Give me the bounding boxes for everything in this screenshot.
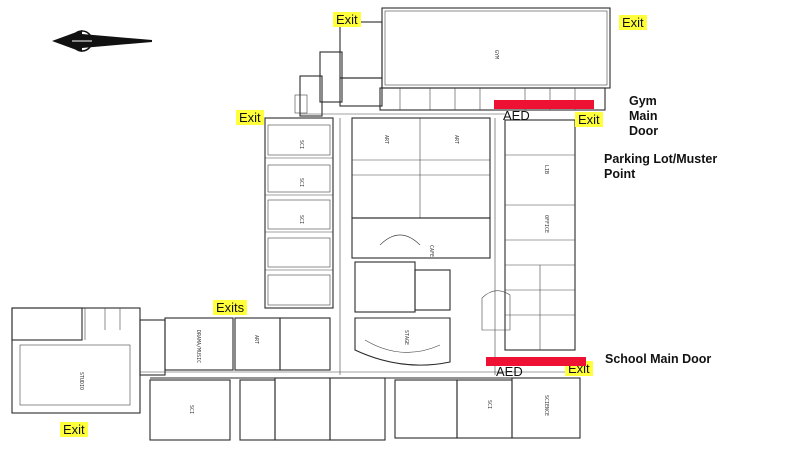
exit-west-wing: Exit xyxy=(236,110,264,125)
exit-gym: Exit xyxy=(575,112,603,127)
svg-text:ART: ART xyxy=(253,335,259,344)
aed-main-label: AED xyxy=(496,364,523,379)
east-wing xyxy=(481,119,576,351)
service-rooms xyxy=(294,21,383,117)
svg-text:ART: ART xyxy=(453,135,459,144)
west-wing xyxy=(264,117,334,309)
svg-text:SCI: SCI xyxy=(486,400,492,409)
school-main-door-label: School Main Door xyxy=(605,352,712,366)
compass-arrow-icon xyxy=(52,30,152,52)
svg-text:LIB: LIB xyxy=(543,165,549,174)
svg-text:STAGE: STAGE xyxy=(403,330,409,345)
svg-text:SCI: SCI xyxy=(298,140,304,149)
svg-text:SCIENCE: SCIENCE xyxy=(543,395,549,416)
svg-text:ART: ART xyxy=(383,135,389,144)
svg-text:OFFICE: OFFICE xyxy=(543,215,549,233)
exit-bottom-left: Exit xyxy=(60,422,88,437)
corridors xyxy=(140,113,580,375)
svg-text:DRAMA/MUSIC: DRAMA/MUSIC xyxy=(195,330,201,363)
exits-middle: Exits xyxy=(213,300,248,315)
svg-text:SCI: SCI xyxy=(188,405,194,414)
far-west-block xyxy=(11,307,141,414)
room-tags: GYM SCI SCI SCI ART ART CAFE STAGE LIB O… xyxy=(78,50,549,416)
aed-main-marker xyxy=(486,357,586,366)
svg-text:CAFE: CAFE xyxy=(428,245,434,257)
exit-top-right: Exit xyxy=(619,15,647,30)
gym-block xyxy=(379,7,611,111)
exit-top-left: Exit xyxy=(333,12,361,27)
central-block xyxy=(351,117,491,366)
svg-text:SCI: SCI xyxy=(298,178,304,187)
aed-gym-label: AED xyxy=(503,108,530,123)
gym-main-door-label: Gym Main Door xyxy=(629,94,659,138)
middle-wing xyxy=(139,317,331,376)
svg-text:SCI: SCI xyxy=(298,215,304,224)
svg-text:GYM: GYM xyxy=(493,50,499,59)
svg-text:STUDIO: STUDIO xyxy=(78,372,84,390)
bottom-rooms xyxy=(149,377,581,441)
aed-gym-marker xyxy=(494,100,594,109)
parking-lot-muster-label: Parking Lot/Muster Point xyxy=(604,152,718,181)
